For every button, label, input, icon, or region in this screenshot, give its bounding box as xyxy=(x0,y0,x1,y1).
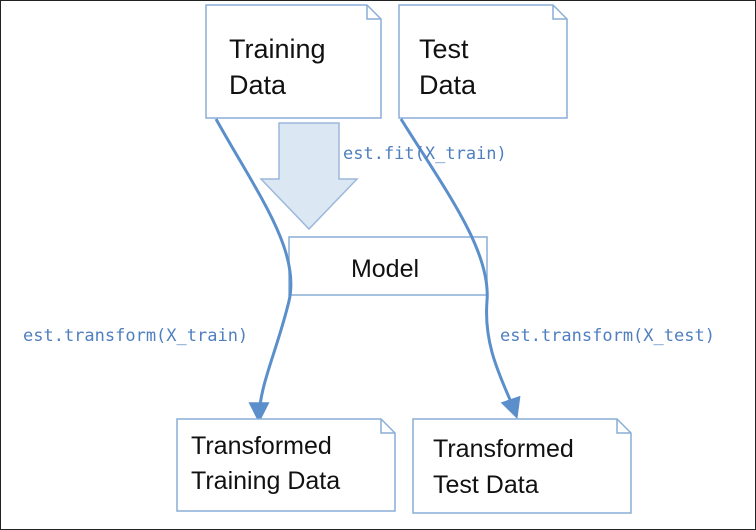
test-data-box xyxy=(398,4,568,119)
transform-test-label: est.transform(X_test) xyxy=(500,326,715,346)
fit-label: est.fit(X_train) xyxy=(343,144,507,164)
training-data-box xyxy=(205,4,382,119)
test-data-label-line1: Test xyxy=(419,34,469,64)
model-box xyxy=(288,236,488,296)
transformed-training-fold xyxy=(380,419,395,434)
transformed-training-label-line2: Training Data xyxy=(191,467,340,495)
transformed-test-fold xyxy=(616,419,631,434)
transformed-training-label-line1: Transformed xyxy=(191,432,332,460)
test-to-transformed-curve xyxy=(399,118,521,419)
model-label: Model xyxy=(351,255,419,283)
transformed-test-label-line2: Test Data xyxy=(433,471,539,499)
transform-train-label: est.transform(X_train) xyxy=(23,326,248,346)
transformed-test-box xyxy=(412,418,632,514)
training-data-label-line2: Data xyxy=(229,70,287,100)
training-data-fold xyxy=(366,5,381,20)
training-data-label-line1: Training xyxy=(229,34,326,64)
fit-block-arrow xyxy=(259,122,359,231)
train-to-transformed-curve xyxy=(214,118,293,424)
test-data-fold xyxy=(552,5,567,20)
test-data-label-line2: Data xyxy=(419,70,477,100)
transformed-training-box xyxy=(176,418,396,512)
transformed-test-label-line1: Transformed xyxy=(433,435,574,463)
